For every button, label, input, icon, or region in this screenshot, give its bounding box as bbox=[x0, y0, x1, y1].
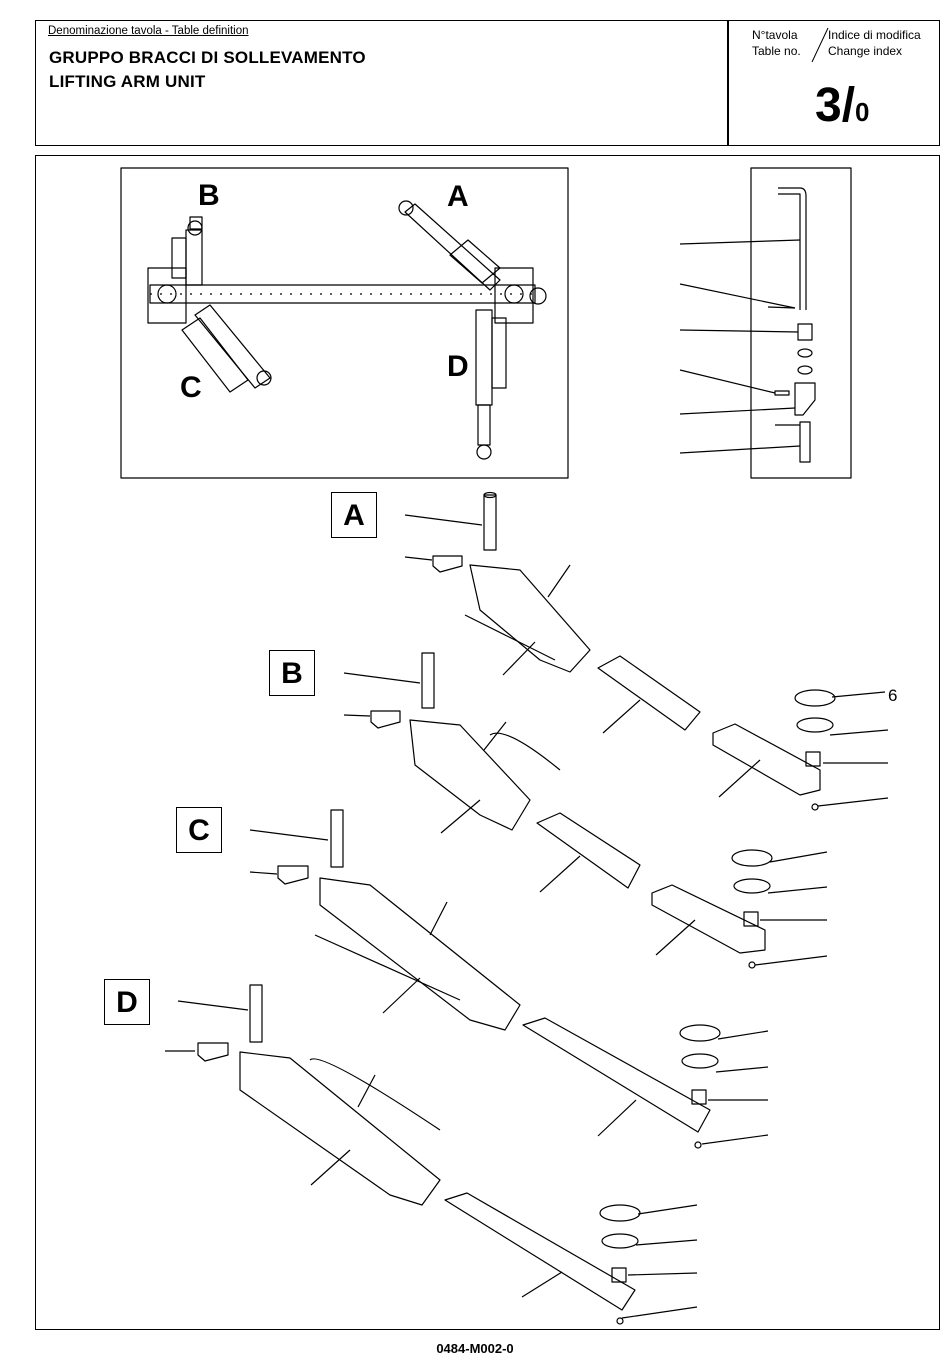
pin-leader-lines bbox=[680, 240, 800, 453]
overview-label-d: D bbox=[447, 350, 469, 384]
callout-number-6: 6 bbox=[888, 686, 897, 706]
header-slash bbox=[812, 28, 828, 62]
section-label-c: C bbox=[176, 807, 222, 853]
section-label-b: B bbox=[269, 650, 315, 696]
overview-label-b: B bbox=[198, 179, 220, 213]
arm-c-exploded bbox=[250, 810, 768, 1148]
pin-assembly bbox=[768, 188, 815, 462]
arm-a-exploded bbox=[405, 493, 888, 811]
pin-detail-box bbox=[751, 168, 851, 478]
drawing-code: 0484-M002-0 bbox=[0, 1341, 950, 1356]
overview-lift-plan bbox=[148, 201, 546, 459]
arm-b-exploded bbox=[344, 653, 827, 968]
section-label-d: D bbox=[104, 979, 150, 1025]
overview-label-c: C bbox=[180, 371, 202, 405]
overview-label-a: A bbox=[447, 180, 469, 214]
section-label-a: A bbox=[331, 492, 377, 538]
arm-d-exploded bbox=[165, 985, 697, 1324]
